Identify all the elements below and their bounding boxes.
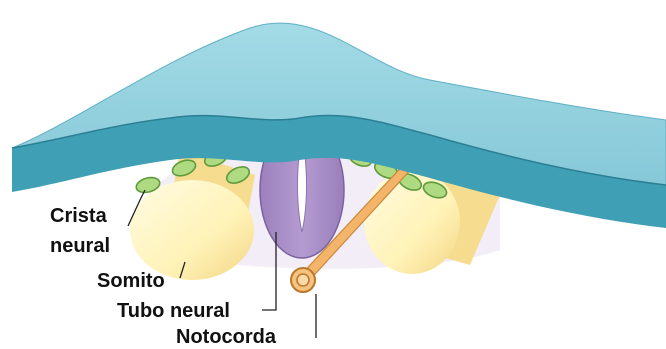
- label-notocorda: Notocorda: [176, 326, 276, 348]
- label-tubo-neural: Tubo neural: [117, 300, 230, 322]
- label-somito: Somito: [97, 270, 165, 292]
- label-crista-neural-line2: neural: [50, 235, 110, 257]
- label-crista-neural-line1: Crista: [50, 205, 107, 227]
- left-somite: [130, 180, 254, 280]
- notochord-end-core: [297, 274, 309, 286]
